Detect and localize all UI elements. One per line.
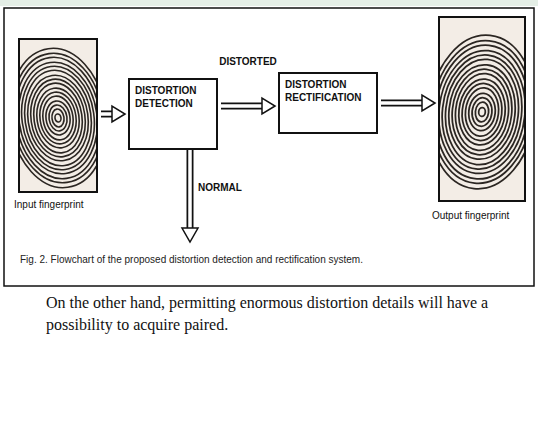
arrow-outline: [101, 111, 113, 118]
fingerprint-frame: Output fingerprint: [438, 16, 526, 202]
box-label: DISTORTION RECTIFICATION: [285, 78, 371, 104]
arrow-head: [112, 106, 125, 122]
flow-arrow: [100, 106, 125, 122]
image-caption: Input fingerprint: [14, 199, 84, 210]
input-fingerprint-image: [20, 40, 96, 191]
flow-arrow: [380, 95, 435, 111]
arrow-head: [262, 98, 275, 114]
edge-label: DISTORTED: [217, 56, 279, 67]
arrow-outline: [221, 103, 263, 110]
figure-caption: Fig. 2. Flowchart of the proposed distor…: [20, 254, 520, 265]
flow-arrow: [220, 98, 275, 114]
process-box: DISTORTION DETECTION: [128, 78, 218, 150]
arrow-core: [220, 104, 264, 108]
arrow-head: [422, 95, 435, 111]
output-fingerprint-image: [440, 18, 524, 200]
image-caption: Output fingerprint: [432, 210, 509, 221]
process-box: DISTORTION RECTIFICATION: [278, 72, 378, 134]
arrow-core: [380, 101, 424, 105]
top-band: [0, 0, 538, 6]
body-text: On the other hand, permitting enormous d…: [46, 292, 532, 336]
normal-branch-arrow: [182, 149, 198, 242]
fingerprint-frame: Input fingerprint: [18, 38, 98, 193]
box-label: DISTORTION DETECTION: [135, 84, 211, 110]
branch-label: NORMAL: [198, 182, 242, 193]
arrow-outline: [381, 100, 423, 107]
